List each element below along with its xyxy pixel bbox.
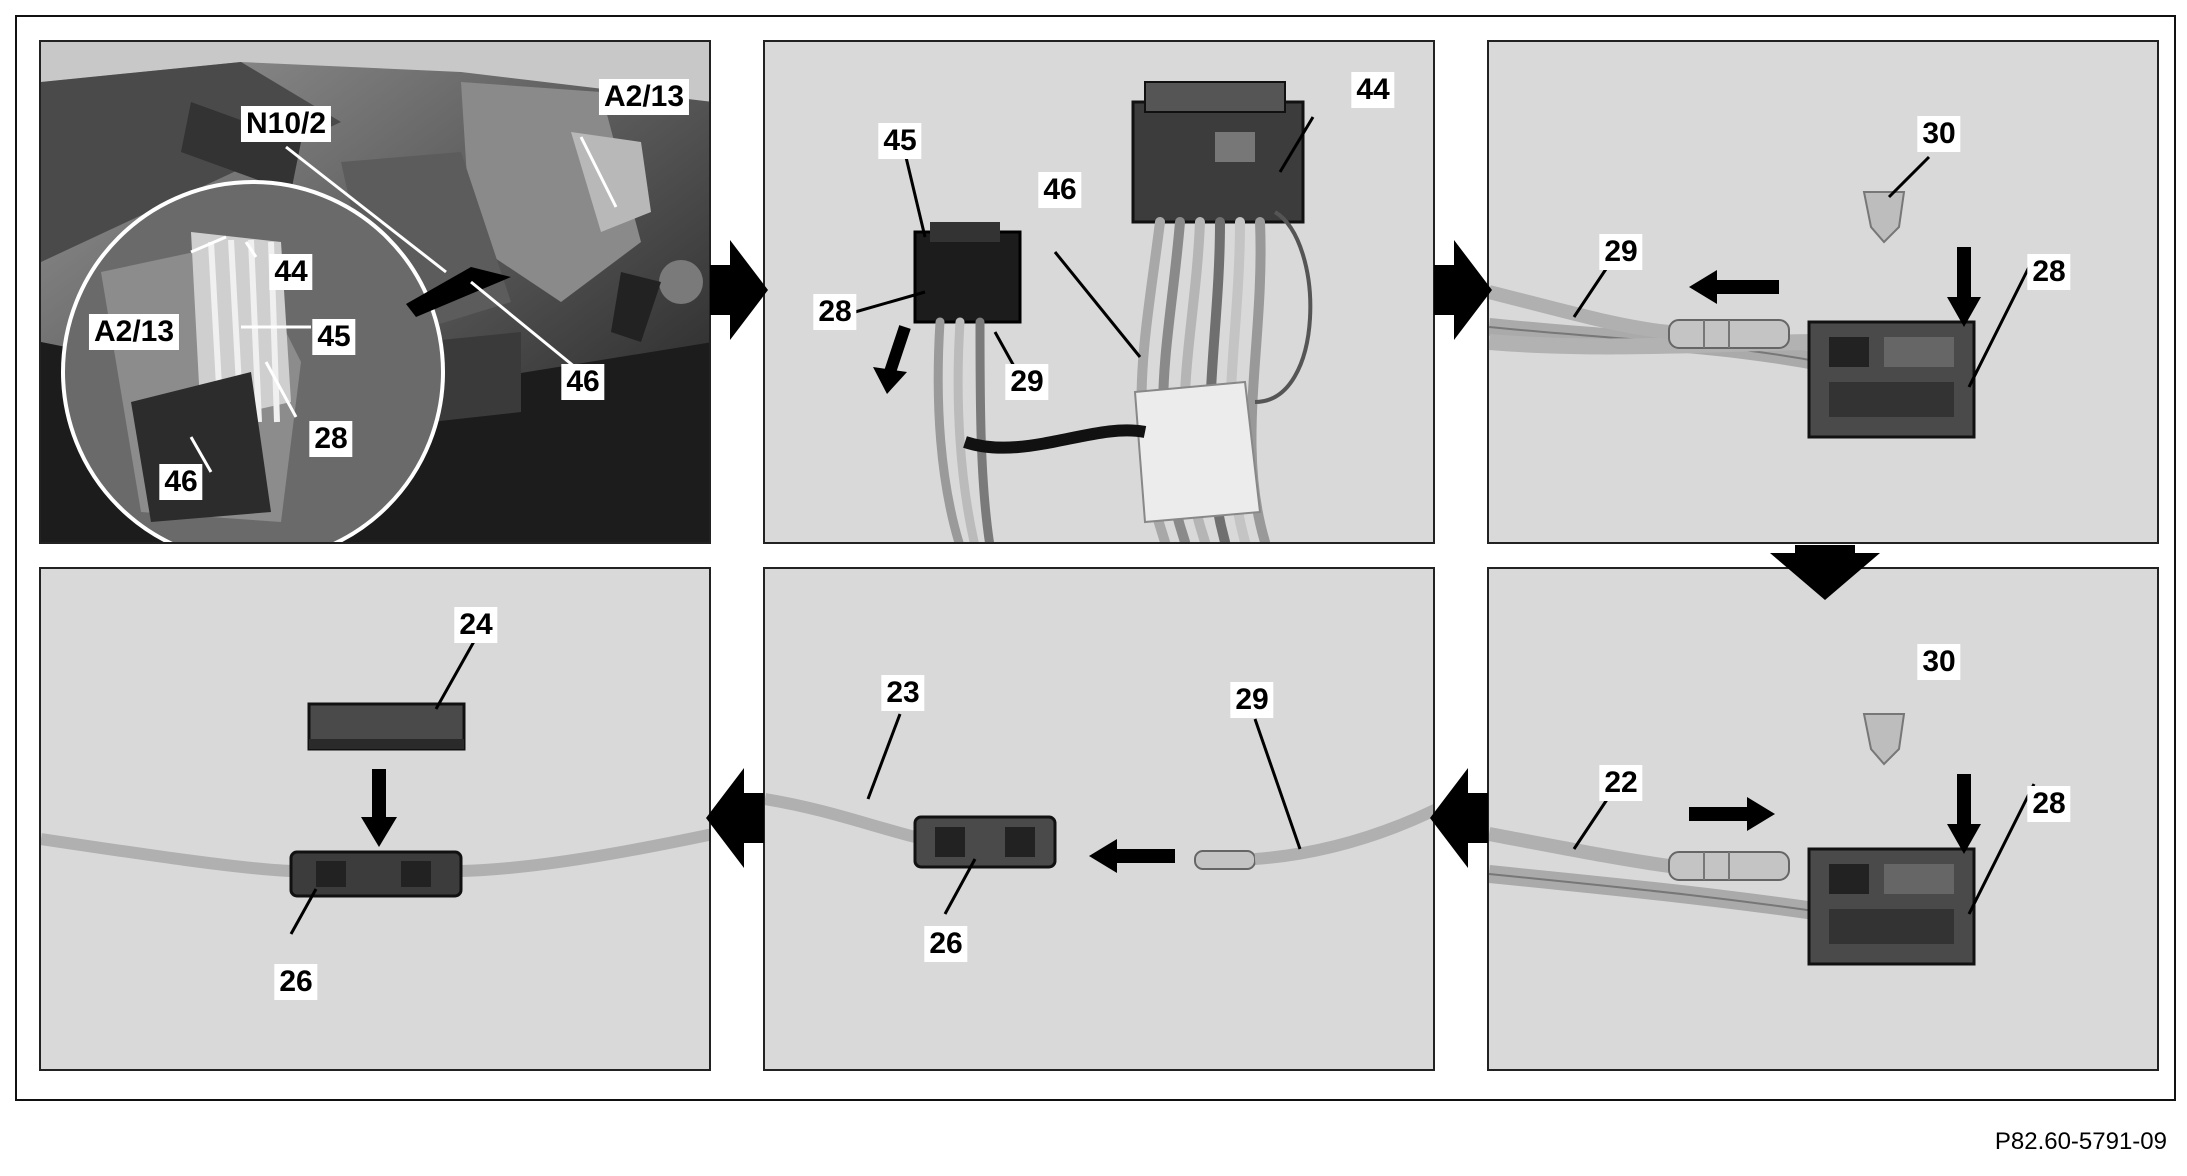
label-24: 24 bbox=[454, 607, 498, 643]
remove-wire-illustration bbox=[1489, 155, 2036, 439]
flow-arrow-1-to-2 bbox=[710, 240, 768, 340]
panel-2-harness-connectors: 45 28 29 46 44 bbox=[763, 40, 1435, 544]
label-44: 44 bbox=[269, 254, 313, 290]
insert-wire-illustration bbox=[1489, 713, 2036, 966]
panel-5-connect-wires: 23 29 26 bbox=[763, 567, 1435, 1071]
label-30: 30 bbox=[1917, 116, 1961, 152]
label-29: 29 bbox=[1599, 234, 1643, 270]
label-46-inset: 46 bbox=[159, 464, 203, 500]
panel-4-insert-wire: 30 22 28 bbox=[1487, 567, 2159, 1071]
label-44: 44 bbox=[1351, 72, 1395, 108]
label-28: 28 bbox=[813, 294, 857, 330]
figure-frame bbox=[15, 15, 2176, 1101]
label-26: 26 bbox=[274, 964, 318, 1000]
flow-arrow-4-to-5 bbox=[1430, 768, 1488, 868]
label-45: 45 bbox=[312, 319, 356, 355]
label-29: 29 bbox=[1005, 364, 1049, 400]
label-n10-2: N10/2 bbox=[240, 106, 332, 142]
label-26: 26 bbox=[924, 926, 968, 962]
flow-arrow-5-to-6 bbox=[706, 768, 764, 868]
flow-arrow-3-to-4 bbox=[1770, 545, 1880, 600]
label-30: 30 bbox=[1917, 644, 1961, 680]
flow-arrow-2-to-3 bbox=[1434, 240, 1492, 340]
label-28: 28 bbox=[2027, 254, 2071, 290]
install-cover-illustration bbox=[41, 628, 709, 935]
figure-reference-id: P82.60-5791-09 bbox=[1994, 1128, 2167, 1155]
label-28: 28 bbox=[309, 421, 353, 457]
label-45: 45 bbox=[878, 123, 922, 159]
connect-wires-illustration bbox=[765, 713, 1433, 915]
label-29: 29 bbox=[1230, 682, 1274, 718]
panel-3-remove-wire: 30 29 28 bbox=[1487, 40, 2159, 544]
label-28: 28 bbox=[2027, 786, 2071, 822]
panel-6-install-cover: 24 26 bbox=[39, 567, 711, 1071]
label-a2-13-top: A2/13 bbox=[598, 79, 690, 115]
panel-1-vehicle-photo: N10/2 A2/13 A2/13 44 45 28 46 46 bbox=[39, 40, 711, 544]
vehicle-photo-illustration bbox=[41, 42, 709, 542]
label-23: 23 bbox=[881, 675, 925, 711]
label-46-main: 46 bbox=[561, 364, 605, 400]
harness-connectors-illustration bbox=[854, 81, 1315, 542]
label-22: 22 bbox=[1599, 765, 1643, 801]
label-a2-13-inset: A2/13 bbox=[88, 314, 180, 350]
label-46: 46 bbox=[1038, 172, 1082, 208]
